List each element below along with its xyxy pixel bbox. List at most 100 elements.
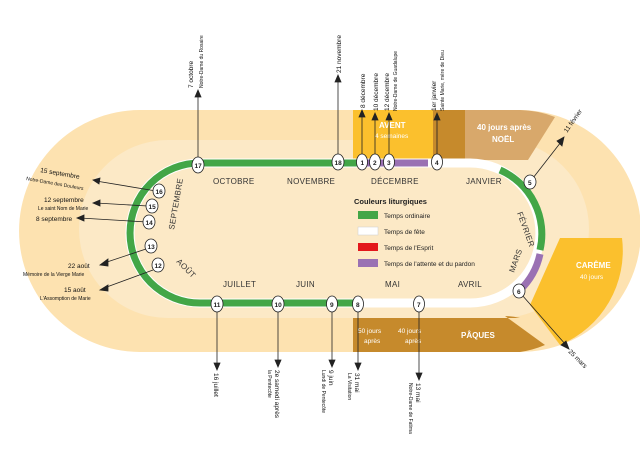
svg-text:2: 2 — [373, 160, 377, 167]
svg-text:9: 9 — [330, 302, 334, 309]
note-14: 8 septembre — [36, 216, 73, 223]
month-avril: AVRIL — [458, 280, 482, 289]
inner-band — [79, 140, 589, 318]
legend-swatch-attente — [358, 259, 378, 267]
note-12b: L'Assomption de Marie — [40, 296, 91, 302]
marker-5: 5 — [523, 174, 537, 190]
note-10b: la Pentecôte — [266, 370, 272, 398]
note-8a: 31 mai — [353, 373, 360, 393]
legend-label-fete: Temps de fête — [384, 229, 425, 236]
marker-2: 2 — [369, 153, 381, 171]
careme-region — [530, 238, 623, 345]
legend-label-ordinary: Temps ordinaire — [384, 213, 431, 220]
svg-text:11: 11 — [214, 302, 221, 309]
note-6: 25 mars — [567, 348, 589, 370]
note-15b: Le saint Nom de Marie — [38, 206, 89, 212]
marker-15: 15 — [145, 198, 159, 214]
legend: Couleurs liturgiques Temps ordinaire Tem… — [354, 197, 475, 268]
note-15a: 12 septembre — [44, 197, 84, 204]
svg-text:17: 17 — [195, 163, 203, 170]
svg-text:18: 18 — [335, 160, 343, 167]
paques-region — [435, 316, 545, 352]
note-11: 16 juillet — [212, 373, 219, 397]
note-7b: Notre-Dame de Fatima — [407, 383, 413, 434]
marker-1: 1 — [356, 153, 368, 171]
note-7a: 13 mai — [414, 383, 421, 403]
note-2: 10 décembre — [373, 73, 380, 111]
careme-sub: 40 jours — [580, 274, 604, 281]
paques-mid1: 40 jours — [398, 328, 422, 335]
legend-label-esprit: Temps de l'Esprit — [384, 245, 433, 252]
svg-text:7: 7 — [417, 302, 421, 309]
note-9a: 9 juin — [327, 370, 334, 386]
paques-title: PÂQUES — [461, 331, 495, 340]
month-janvier: JANVIER — [466, 177, 502, 186]
legend-swatch-fete — [357, 226, 379, 236]
note-17b: Notre-Dame du Rosaire — [199, 35, 205, 88]
note-13b: Mémoire de la Vierge Marie — [23, 272, 85, 278]
note-9b: Lundi de Pentecôte — [320, 370, 326, 413]
careme-title: CARÊME — [576, 261, 611, 270]
track-green-left — [126, 159, 353, 307]
month-novembre: NOVEMBRE — [287, 177, 335, 186]
note-4b: Sainte Marie, mère de Dieu — [440, 50, 446, 111]
note-3a: 12 décembre — [384, 73, 391, 111]
paques-left2: après — [364, 338, 381, 345]
marker-9: 9 — [326, 295, 338, 313]
note-18: 21 novembre — [336, 35, 343, 73]
leader-lines — [75, 73, 570, 382]
legend-title: Couleurs liturgiques — [354, 197, 427, 206]
svg-text:4: 4 — [435, 160, 439, 167]
marker-18: 18 — [331, 153, 345, 171]
avent-sub: 4 semaines — [375, 133, 409, 140]
track-green-right — [498, 166, 546, 251]
marker-4: 4 — [431, 153, 443, 171]
marker-3: 3 — [383, 153, 395, 171]
marker-17: 17 — [191, 156, 205, 174]
legend-swatch-esprit — [358, 243, 378, 251]
paques-mid-region — [393, 318, 435, 352]
marker-12: 12 — [151, 257, 165, 273]
paques-left-region — [353, 318, 393, 352]
avent-region — [353, 110, 433, 159]
marker-16: 16 — [152, 183, 166, 199]
svg-text:12: 12 — [155, 263, 163, 270]
marker-13: 13 — [144, 238, 158, 254]
note-10a: 2e samedi après — [273, 370, 280, 419]
avent-title: AVENT — [379, 121, 406, 130]
marker-10: 10 — [271, 295, 285, 313]
svg-text:8: 8 — [356, 302, 360, 309]
svg-text:10: 10 — [275, 302, 283, 309]
note-8b: La Visitation — [346, 373, 352, 400]
svg-text:6: 6 — [517, 289, 521, 296]
svg-text:14: 14 — [146, 220, 154, 227]
note-4a: 1er janvier — [431, 80, 438, 111]
note-17a: 7 octobre — [188, 61, 195, 88]
noel-line2: NOËL — [492, 135, 514, 144]
svg-text:16: 16 — [156, 189, 164, 196]
svg-text:13: 13 — [148, 244, 156, 251]
marker-7: 7 — [413, 295, 425, 313]
svg-text:3: 3 — [387, 160, 391, 167]
marker-8: 8 — [352, 295, 364, 313]
month-decembre: DÉCEMBRE — [371, 177, 419, 186]
marker-6: 6 — [512, 283, 526, 299]
paques-left1: 50 jours — [358, 328, 382, 335]
paques-mid2: après — [405, 338, 422, 345]
markers: 17 18 1 2 3 4 5 6 7 8 9 10 11 12 13 14 1… — [142, 153, 537, 313]
marker-11: 11 — [210, 295, 224, 313]
note-13a: 22 août — [68, 263, 90, 270]
marker-14: 14 — [142, 214, 156, 230]
month-octobre: OCTOBRE — [213, 177, 255, 186]
note-3b: Notre-Dame de Guadalupe — [393, 51, 399, 111]
month-mai: MAI — [385, 280, 400, 289]
svg-text:15: 15 — [149, 204, 157, 211]
svg-text:5: 5 — [528, 180, 532, 187]
svg-text:1: 1 — [361, 160, 365, 167]
legend-swatch-ordinary — [358, 211, 378, 219]
month-juin: JUIN — [296, 280, 315, 289]
noel-line1: 40 jours après — [477, 123, 532, 132]
month-juillet: JUILLET — [223, 280, 256, 289]
